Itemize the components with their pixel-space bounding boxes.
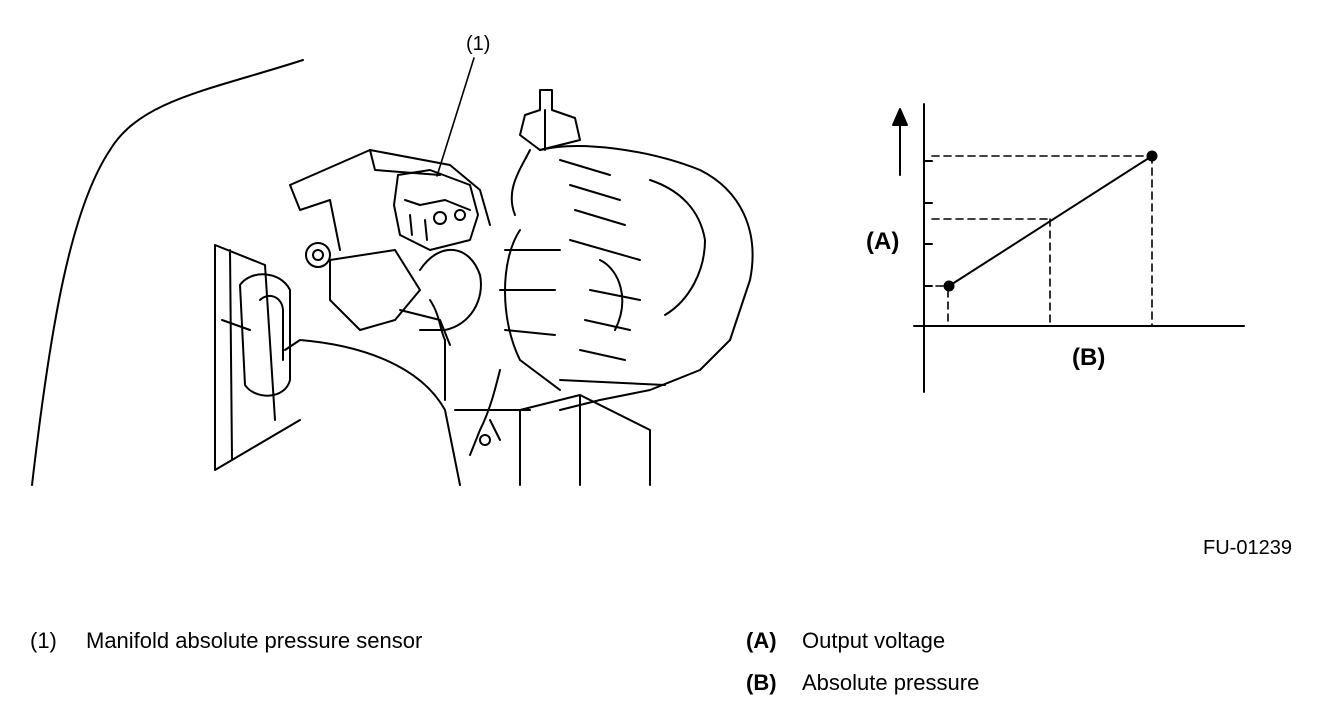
legend-item: (B) Absolute pressure bbox=[746, 670, 979, 696]
end-point bbox=[1146, 150, 1158, 162]
legend-item: (1) Manifold absolute pressure sensor bbox=[30, 628, 422, 654]
part-callout: (1) bbox=[466, 33, 491, 55]
legend-key: (A) bbox=[746, 628, 777, 653]
throttle-body bbox=[284, 339, 461, 486]
start-point bbox=[943, 280, 955, 292]
legend-text: Manifold absolute pressure sensor bbox=[86, 628, 423, 653]
legend-key: (B) bbox=[746, 670, 777, 695]
y-axis-label: (A) bbox=[866, 228, 900, 255]
lower-box bbox=[519, 394, 651, 486]
legend-key: (1) bbox=[30, 628, 57, 653]
right-assembly bbox=[539, 145, 754, 411]
body-panel-outline bbox=[31, 59, 304, 486]
sensor-hose bbox=[329, 249, 421, 331]
left-bracket bbox=[214, 244, 301, 471]
x-axis-label: (B) bbox=[1072, 344, 1106, 371]
upper-fitting bbox=[519, 89, 581, 151]
legend-item: (A) Output voltage bbox=[746, 628, 945, 654]
legend-text: Output voltage bbox=[802, 628, 946, 653]
output-graph bbox=[892, 103, 1245, 393]
figure-id: FU-01239 bbox=[1203, 537, 1292, 559]
characteristic-line bbox=[948, 155, 1153, 287]
callout-leader bbox=[436, 57, 475, 177]
map-sensor bbox=[393, 169, 479, 251]
legend-text: Absolute pressure bbox=[802, 670, 980, 695]
upper-housing bbox=[289, 149, 491, 251]
increase-arrowhead bbox=[892, 108, 908, 126]
bolt bbox=[305, 242, 331, 268]
